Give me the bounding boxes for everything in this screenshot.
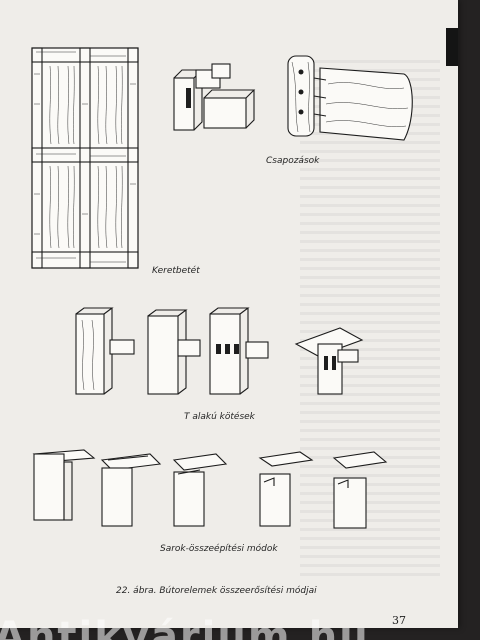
book-page: Keretbetét Csapozások (0, 0, 458, 628)
corner-joint-illustration (32, 449, 388, 529)
watermark-text: Antikvárium.hu (0, 614, 370, 640)
show-through-text (300, 60, 440, 580)
frame-caption: Keretbetét (152, 266, 200, 276)
t-joint-illustration (75, 307, 364, 395)
corner-caption: Sarok-összeépítési módok (160, 544, 278, 554)
frame-panel-illustration (31, 47, 139, 269)
figure-caption: 22. ábra. Bútorelemek összeerősítési mód… (116, 586, 317, 596)
t-joint-caption: T alakú kötések (184, 412, 255, 422)
tenon-caption: Csapozások (266, 156, 320, 166)
page-edge-tab (446, 28, 458, 66)
page-number: 37 (392, 614, 406, 627)
watermark: Antikvárium.hu (0, 610, 480, 640)
tenon-joint-illustration (173, 55, 413, 141)
